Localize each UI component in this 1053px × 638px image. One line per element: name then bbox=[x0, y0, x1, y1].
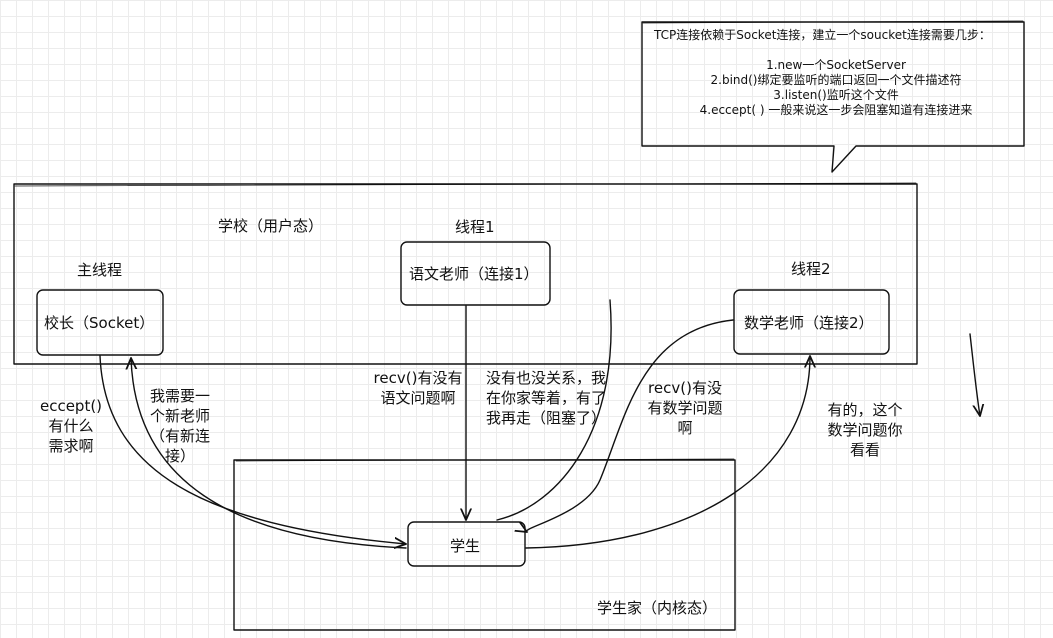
main-thread-label: 主线程 bbox=[77, 261, 123, 279]
arrow-wait bbox=[496, 299, 612, 521]
callout-step: 3.listen()监听这个文件 bbox=[773, 88, 899, 102]
principal-label: 校长（Socket） bbox=[44, 314, 155, 332]
callout-bubble bbox=[641, 21, 1025, 173]
arrow-eccept bbox=[99, 355, 406, 544]
callout-step: 2.bind()绑定要监听的端口返回一个文件描述符 bbox=[710, 73, 962, 87]
arrow-recv-math bbox=[526, 319, 734, 532]
chinese-teacher-label: 语文老师（连接1） bbox=[409, 265, 539, 283]
math-teacher-box bbox=[733, 289, 890, 355]
msg-recv-chinese: recv()有没有 语文问题啊 bbox=[373, 369, 463, 407]
msg-wait: 没有也没关系，我 在你家等着，有了 我再走（阻塞了） bbox=[486, 369, 607, 427]
student-label: 学生 bbox=[450, 537, 481, 555]
thread1-label: 线程1 bbox=[455, 218, 495, 236]
thread2-label: 线程2 bbox=[791, 260, 831, 278]
down-arrow bbox=[969, 333, 980, 416]
msg-yes-math: 有的，这个 数学问题你 看看 bbox=[827, 401, 903, 459]
msg-need-teacher: 我需要一 个新老师 （有新连 接） bbox=[149, 387, 210, 465]
msg-eccept: eccept() 有什么 需求啊 bbox=[39, 397, 103, 455]
home-title: 学生家（内核态） bbox=[597, 599, 718, 617]
student-box bbox=[407, 521, 526, 567]
chinese-teacher-box bbox=[400, 241, 551, 306]
callout-text: TCP连接依赖于Socket连接，建立一个soucket连接需要几步： 1.ne… bbox=[646, 28, 1026, 118]
principal-box bbox=[36, 289, 164, 356]
callout-step: 1.new一个SocketServer bbox=[766, 58, 906, 72]
school-title: 学校（用户态） bbox=[218, 217, 324, 235]
arrow-yes-math bbox=[525, 356, 810, 549]
math-teacher-label: 数学老师（连接2） bbox=[744, 314, 874, 332]
callout-step: 4.eccept( ) 一般来说这一步会阻塞知道有连接进来 bbox=[699, 103, 973, 117]
msg-recv-math: recv()有没 有数学问题 啊 bbox=[647, 379, 723, 437]
arrow-need-teacher bbox=[131, 358, 407, 549]
callout-heading: TCP连接依赖于Socket连接，建立一个soucket连接需要几步： bbox=[654, 28, 991, 42]
